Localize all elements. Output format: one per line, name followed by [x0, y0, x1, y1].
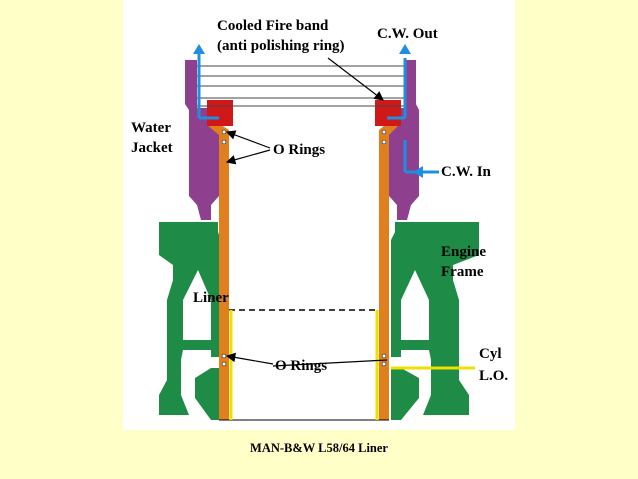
- fire-band-right: [375, 100, 401, 126]
- label-frame: Frame: [441, 264, 484, 280]
- label-cooled-fire-band-line2: (anti polishing ring): [217, 38, 345, 54]
- diagram-panel: Cooled Fire band (anti polishing ring) C…: [123, 0, 515, 430]
- label-cw-out: C.W. Out: [377, 26, 438, 42]
- label-water: Water: [131, 120, 171, 136]
- label-cyl: Cyl: [479, 346, 502, 362]
- liner-top-bore: [197, 65, 405, 107]
- label-o-rings-bottom: O Rings: [275, 358, 327, 374]
- engine-frame-right-lower: [391, 368, 419, 420]
- cw-out-arrow-left-icon: [193, 44, 205, 54]
- cooling-water-arrows: [193, 44, 439, 178]
- label-liner: Liner: [193, 290, 229, 306]
- leader-lines: [225, 57, 388, 367]
- liner-wall-right: [379, 100, 399, 420]
- label-jacket: Jacket: [131, 140, 173, 156]
- liner-cross-section-diagram: Cooled Fire band (anti polishing ring) C…: [131, 18, 508, 421]
- lube-oil-lines: [229, 310, 463, 420]
- label-o-rings-top: O Rings: [273, 142, 325, 158]
- label-lo: L.O.: [479, 368, 508, 384]
- o-ring-dots: [221, 129, 387, 367]
- cw-out-arrow-right-icon: [399, 44, 411, 54]
- label-engine: Engine: [441, 244, 486, 260]
- cw-in-arrow-icon: [413, 166, 423, 178]
- engine-frame-left: [159, 222, 221, 415]
- label-cooled-fire-band-line1: Cooled Fire band: [217, 18, 329, 34]
- diagram-caption: MAN-B&W L58/64 Liner: [250, 441, 388, 455]
- fire-band-left: [207, 100, 233, 126]
- liner-wall-left: [207, 100, 229, 420]
- engine-frame-left-lower: [195, 368, 221, 420]
- label-cw-in: C.W. In: [441, 164, 492, 180]
- water-jacket-left: [185, 60, 219, 220]
